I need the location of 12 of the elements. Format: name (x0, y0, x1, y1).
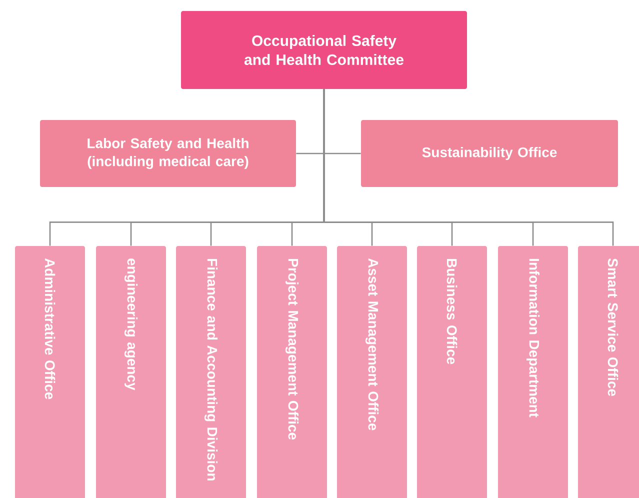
office-box: Labor Safety and Health (including medical care) (40, 120, 296, 187)
department-box: engineering agency (96, 246, 166, 498)
committee-box: Occupational Safety and Health Committee (181, 11, 467, 89)
department-box: Administrative Office (15, 246, 85, 498)
department-box: Information Department (498, 246, 568, 498)
department-box: Smart Service Office (578, 246, 639, 498)
department-box: Asset Management Office (337, 246, 407, 498)
connector-line (323, 89, 614, 246)
office-box: Sustainability Office (361, 120, 618, 187)
department-box: Finance and Accounting Division (176, 246, 246, 498)
department-box: Business Office (417, 246, 487, 498)
department-box: Project Management Office (257, 246, 327, 498)
